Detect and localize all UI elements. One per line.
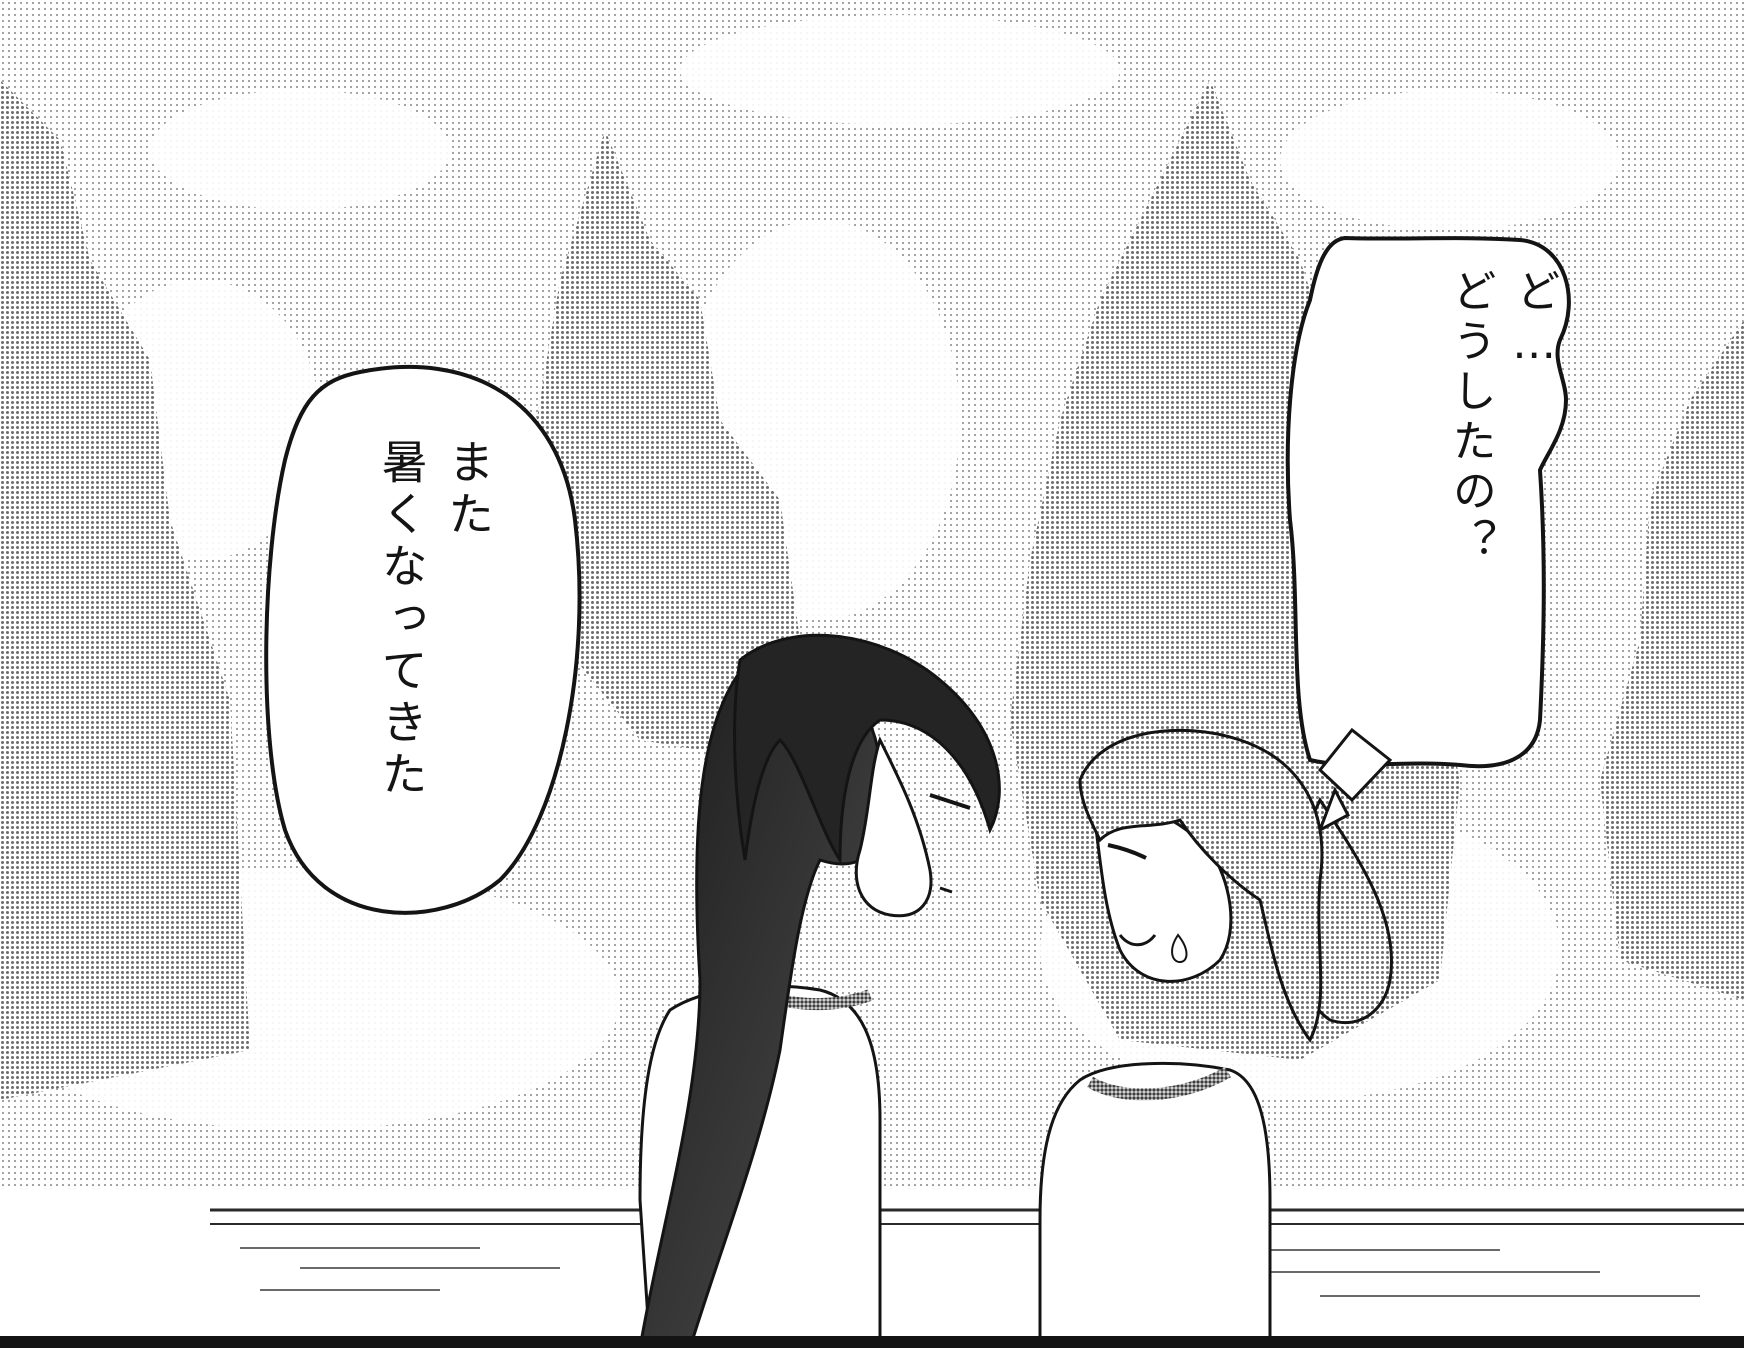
character-ponytail xyxy=(1038,727,1393,1348)
speech-text-left: また 暑くなってきた xyxy=(368,438,501,802)
speech-line-2: 暑くなってきた xyxy=(374,438,429,802)
water-hatching xyxy=(240,1247,1700,1297)
tree-silhouette-far-right xyxy=(1600,320,1744,1000)
panel-bottom-border xyxy=(0,1336,1744,1348)
tree-silhouette-center xyxy=(520,130,800,760)
tree-silhouette-left xyxy=(0,80,250,1100)
speech-bubble-left xyxy=(264,364,582,915)
character-long-hair xyxy=(638,633,1001,1348)
speech-text-right: ど… どうしたの？ xyxy=(1438,268,1566,568)
speech-line-1: また xyxy=(441,438,496,542)
speech-line-2: どうしたの？ xyxy=(1444,268,1496,568)
speech-bubble-right xyxy=(1285,235,1571,769)
speech-line-1: ど… xyxy=(1508,268,1560,375)
